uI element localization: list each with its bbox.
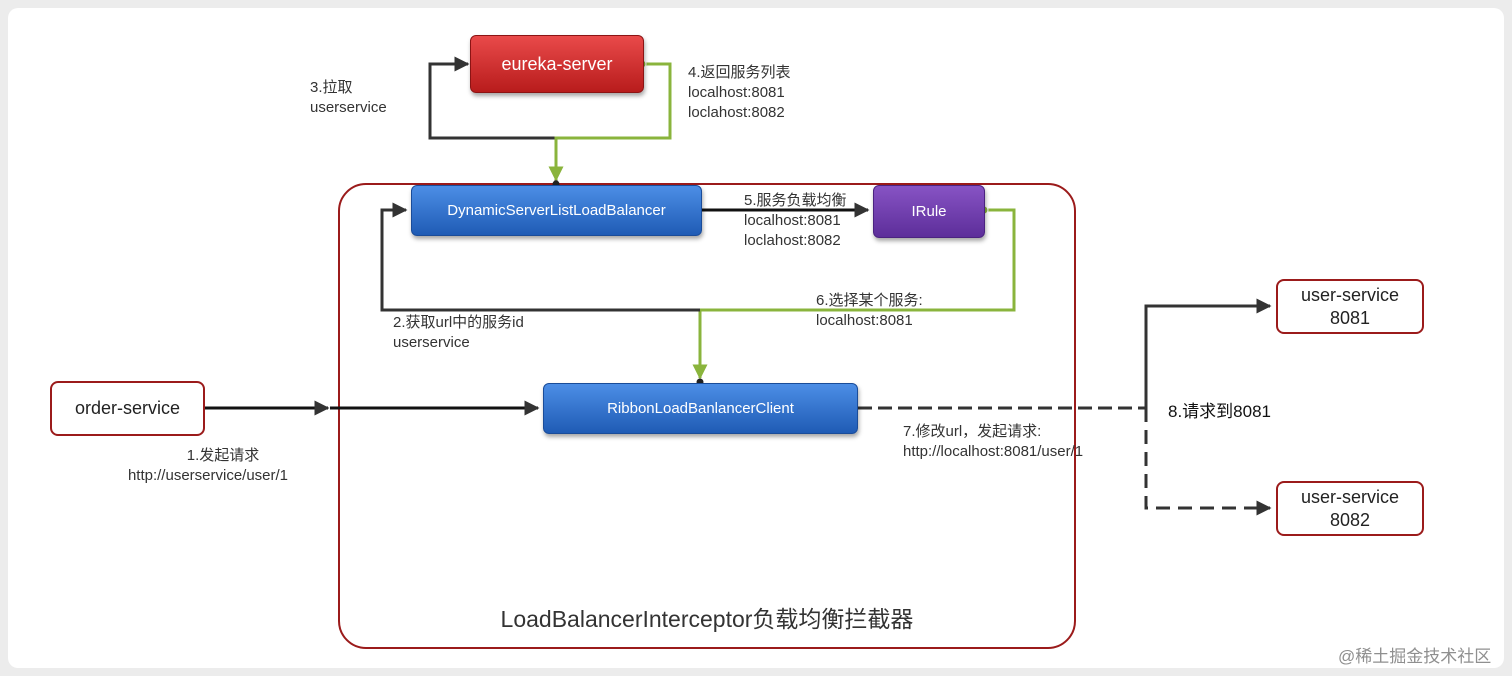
- order-service-node: order-service: [50, 381, 205, 436]
- step7-url: http://localhost:8081/user/1: [903, 443, 1084, 460]
- irule-label: IRule: [911, 203, 947, 220]
- arrow-choose-service: [692, 208, 1016, 380]
- step3-detail: userservice: [310, 99, 387, 116]
- step2-detail: userservice: [393, 334, 470, 351]
- step5-server-2: loclahost:8082: [744, 232, 841, 249]
- eureka-server-label: eureka-server: [501, 53, 613, 74]
- step3-title: 3.拉取: [310, 79, 353, 96]
- step8-label: 8.请求到8081: [1168, 402, 1271, 421]
- user-service-8081-name: user-service: [1300, 284, 1400, 305]
- step7-label: 7.修改url，发起请求: http://localhost:8081/user…: [903, 422, 1083, 462]
- step1-label: 1.发起请求 http://userservice/user/1: [108, 446, 308, 486]
- step6-server: localhost:8081: [816, 312, 913, 329]
- step4-title: 4.返回服务列表: [688, 64, 791, 81]
- arrow-to-8081: [1144, 298, 1272, 408]
- step5-label: 5.服务负载均衡 localhost:8081 loclahost:8082: [744, 191, 847, 251]
- step4-server-1: localhost:8081: [688, 84, 785, 101]
- user-service-8081-node: user-service 8081: [1276, 279, 1424, 334]
- step4-server-2: loclahost:8082: [688, 104, 785, 121]
- ribbon-client-node: RibbonLoadBanlancerClient: [543, 383, 858, 434]
- arrow-to-8082: [1144, 408, 1272, 516]
- arrow-return-list: [548, 62, 672, 182]
- dynamic-load-balancer-node: DynamicServerListLoadBalancer: [411, 185, 702, 236]
- diagram-canvas: eureka-server DynamicServerListLoadBalan…: [8, 8, 1504, 668]
- order-service-label: order-service: [74, 398, 181, 418]
- ribbon-client-label: RibbonLoadBanlancerClient: [607, 400, 794, 417]
- user-service-8082-port: 8082: [1329, 509, 1371, 530]
- eureka-server-node: eureka-server: [470, 35, 644, 93]
- step2-title: 2.获取url中的服务id: [393, 314, 524, 331]
- user-service-8081-port: 8081: [1329, 307, 1371, 328]
- step5-title: 5.服务负载均衡: [744, 192, 847, 209]
- step3-label: 3.拉取 userservice: [310, 78, 387, 118]
- step2-label: 2.获取url中的服务id userservice: [393, 313, 524, 353]
- watermark: @稀土掘金技术社区: [1338, 647, 1492, 666]
- user-service-8082-node: user-service 8082: [1276, 481, 1424, 536]
- step6-label: 6.选择某个服务: localhost:8081: [816, 291, 923, 331]
- interceptor-title: LoadBalancerInterceptor负载均衡拦截器: [500, 606, 914, 632]
- step4-label: 4.返回服务列表 localhost:8081 loclahost:8082: [688, 63, 791, 123]
- user-service-8082-name: user-service: [1300, 486, 1400, 507]
- step7-title: 7.修改url，发起请求:: [903, 423, 1042, 440]
- interceptor-frame: [338, 183, 1076, 649]
- arrow-get-service-id: [380, 202, 700, 312]
- step1-title: 1.发起请求: [186, 447, 260, 464]
- step6-title: 6.选择某个服务:: [816, 292, 923, 309]
- dynamic-load-balancer-label: DynamicServerListLoadBalancer: [447, 202, 666, 219]
- step5-server-1: localhost:8081: [744, 212, 841, 229]
- step1-url: http://userservice/user/1: [127, 467, 289, 484]
- irule-node: IRule: [873, 185, 985, 238]
